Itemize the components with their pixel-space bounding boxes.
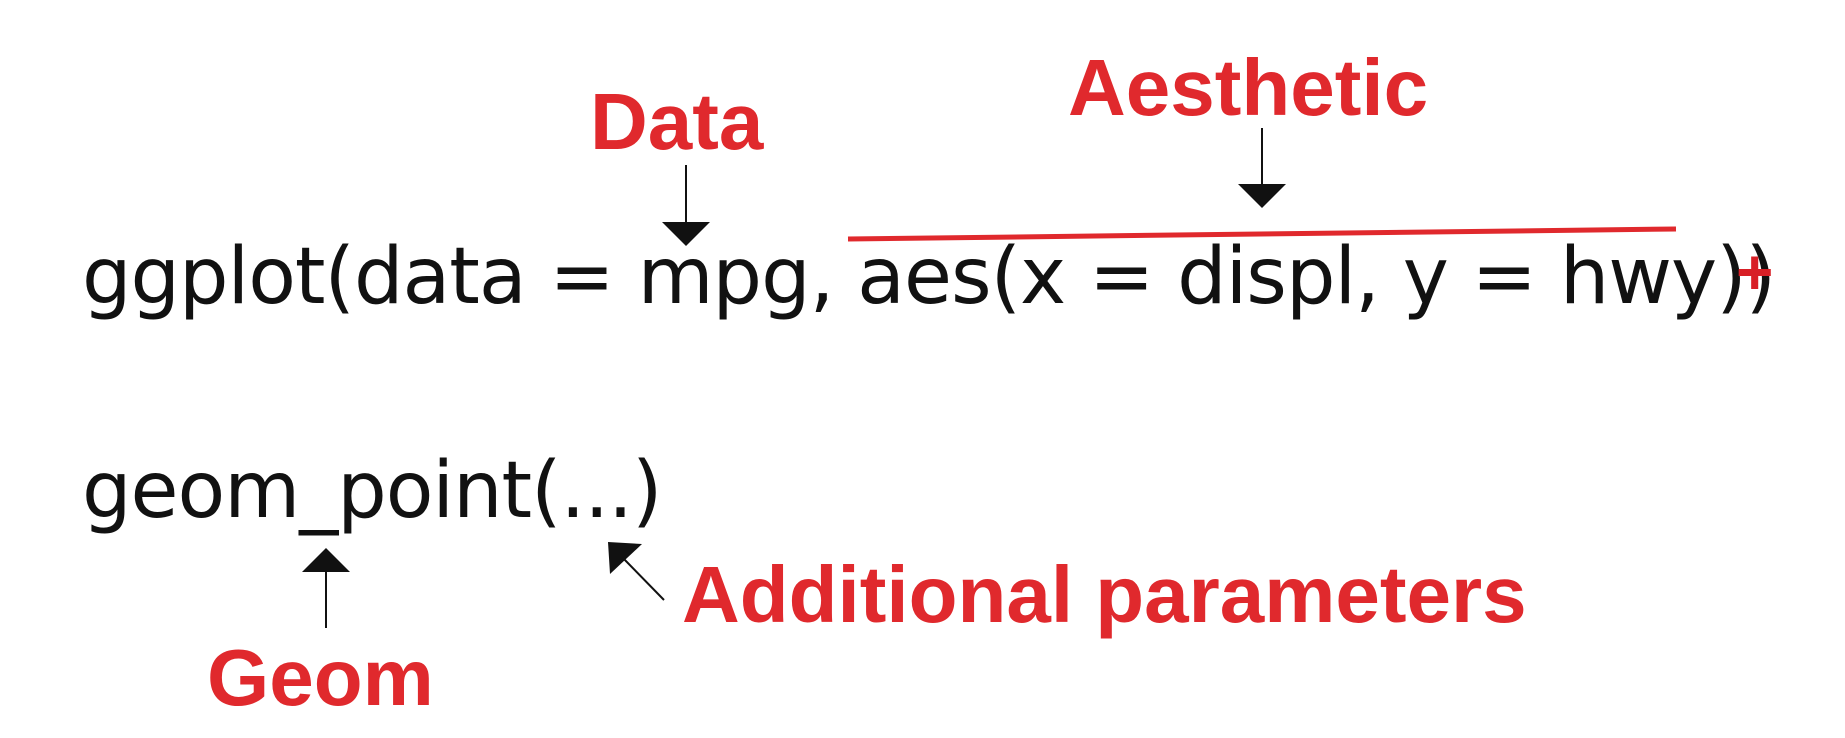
code-line-ggplot: ggplot(data = mpg, aes(x = displ, y = hw… bbox=[82, 232, 1776, 322]
arrow-aesthetic bbox=[1238, 128, 1286, 208]
arrow-data bbox=[662, 165, 710, 246]
label-geom: Geom bbox=[207, 633, 434, 722]
arrow-geom bbox=[302, 548, 350, 628]
arrow-additional-parameters bbox=[608, 542, 665, 601]
label-aesthetic: Aesthetic bbox=[1068, 43, 1429, 132]
label-data: Data bbox=[590, 77, 764, 166]
aesthetic-underline bbox=[847, 226, 1677, 242]
plus-operator: + bbox=[1736, 236, 1774, 308]
label-additional-parameters: Additional parameters bbox=[682, 550, 1527, 639]
code-line-geom-point: geom_point(...) bbox=[82, 446, 662, 536]
